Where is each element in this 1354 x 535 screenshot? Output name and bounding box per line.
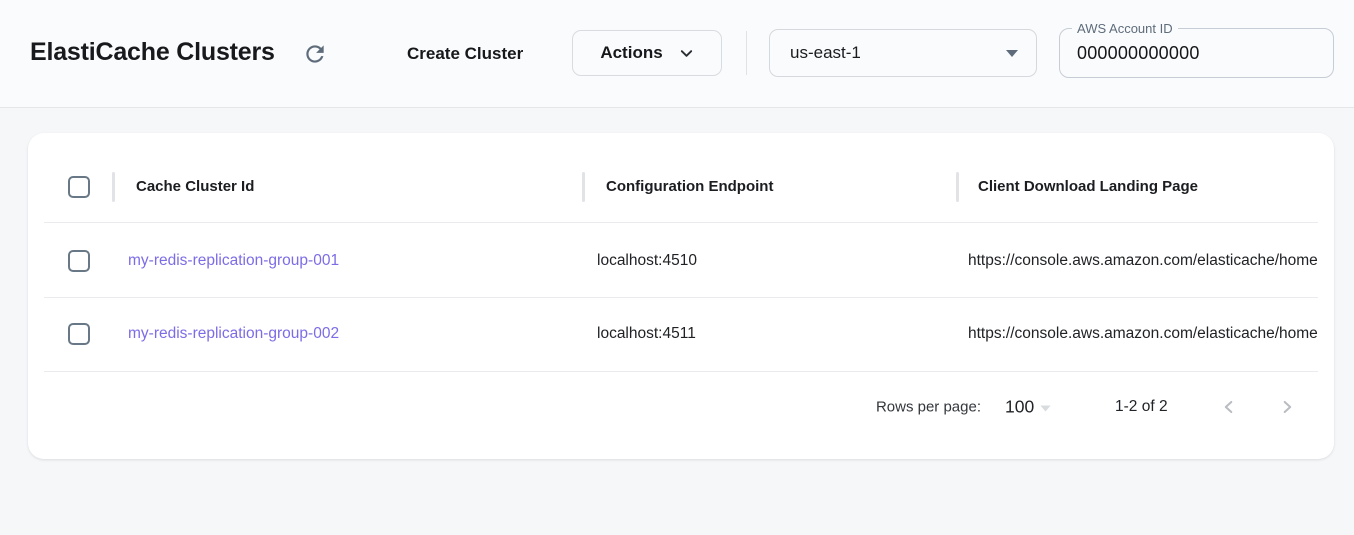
- chevron-right-icon: [1276, 396, 1298, 418]
- dropdown-arrow-icon: [1006, 49, 1018, 57]
- next-page-button[interactable]: [1271, 391, 1303, 423]
- chevron-down-icon: [679, 46, 694, 61]
- column-header-cache-cluster-id[interactable]: Cache Cluster Id: [136, 178, 255, 195]
- page-title: ElastiCache Clusters: [30, 38, 275, 66]
- aws-account-id-label: AWS Account ID: [1072, 20, 1178, 37]
- column-separator: [112, 172, 115, 202]
- actions-button-label: Actions: [600, 43, 663, 62]
- region-select-value: us-east-1: [790, 43, 861, 62]
- client-download-landing-page-cell: https://console.aws.amazon.com/elasticac…: [968, 252, 1318, 269]
- clusters-table-card: Cache Cluster Id Configuration Endpoint …: [28, 133, 1334, 459]
- pagination-range-label: 1-2 of 2: [1115, 398, 1168, 415]
- column-separator: [582, 172, 585, 202]
- chevron-left-icon: [1218, 396, 1240, 418]
- column-header-client-download-landing-page[interactable]: Client Download Landing Page: [978, 178, 1199, 195]
- rows-per-page-label: Rows per page:: [875, 398, 981, 416]
- previous-page-button[interactable]: [1213, 391, 1245, 423]
- select-all-checkbox[interactable]: [68, 176, 90, 198]
- client-download-landing-page-cell: https://console.aws.amazon.com/elasticac…: [968, 325, 1318, 342]
- top-bar: ElastiCache Clusters Create Cluster Acti…: [0, 0, 1354, 108]
- actions-button[interactable]: Actions: [572, 30, 722, 76]
- refresh-button[interactable]: [301, 40, 329, 68]
- rows-per-page-select[interactable]: 100: [1005, 396, 1035, 417]
- header-row-divider: [44, 222, 1318, 223]
- region-select[interactable]: us-east-1: [769, 29, 1037, 77]
- cluster-id-link[interactable]: my-redis-replication-group-002: [128, 325, 340, 342]
- toolbar-divider: [746, 31, 747, 75]
- dropdown-arrow-icon[interactable]: [1040, 399, 1051, 416]
- configuration-endpoint-cell: localhost:4510: [597, 252, 697, 269]
- footer-divider: [44, 371, 1318, 372]
- row-checkbox[interactable]: [68, 323, 90, 345]
- create-cluster-button[interactable]: Create Cluster: [407, 42, 523, 66]
- column-header-configuration-endpoint[interactable]: Configuration Endpoint: [606, 178, 774, 195]
- column-separator: [956, 172, 959, 202]
- refresh-icon: [302, 41, 328, 67]
- aws-account-id-input[interactable]: [1060, 29, 1333, 77]
- aws-account-id-field: AWS Account ID: [1059, 20, 1334, 78]
- configuration-endpoint-cell: localhost:4511: [597, 325, 696, 342]
- row-checkbox[interactable]: [68, 250, 90, 272]
- cluster-id-link[interactable]: my-redis-replication-group-001: [128, 252, 340, 269]
- row-divider: [44, 297, 1318, 298]
